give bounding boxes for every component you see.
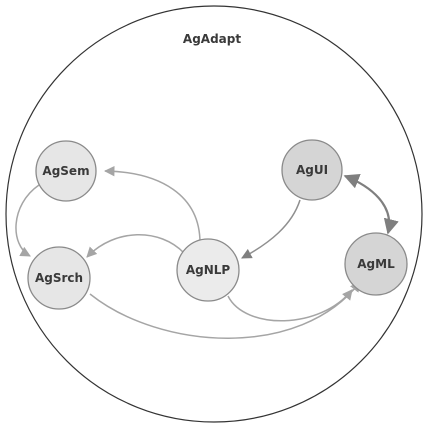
edge-agui-agnlp <box>241 199 301 259</box>
edges <box>15 165 399 339</box>
edge-agnlp-agsem <box>103 165 201 244</box>
edge-agnlp-agsrch <box>86 234 185 258</box>
node-agsem-label: AgSem <box>42 164 89 178</box>
node-agsrch-label: AgSrch <box>35 271 83 285</box>
edge-agsem-agsrch <box>15 184 40 257</box>
node-agnlp-label: AgNLP <box>186 263 231 277</box>
node-agnlp: AgNLP <box>176 238 240 302</box>
node-agui-label: AgUI <box>296 163 328 177</box>
edge-agui-agml-bidirectional <box>343 174 399 235</box>
node-agsrch: AgSrch <box>27 246 91 310</box>
agadapt-boundary <box>5 5 423 423</box>
edge-agsrch-agml <box>89 281 361 339</box>
node-agsem: AgSem <box>35 140 97 202</box>
node-agml-label: AgML <box>357 257 395 271</box>
node-agui: AgUI <box>281 139 343 201</box>
node-agml: AgML <box>344 232 408 296</box>
edge-agnlp-agml <box>227 289 353 322</box>
agadapt-title: AgAdapt <box>183 32 241 46</box>
